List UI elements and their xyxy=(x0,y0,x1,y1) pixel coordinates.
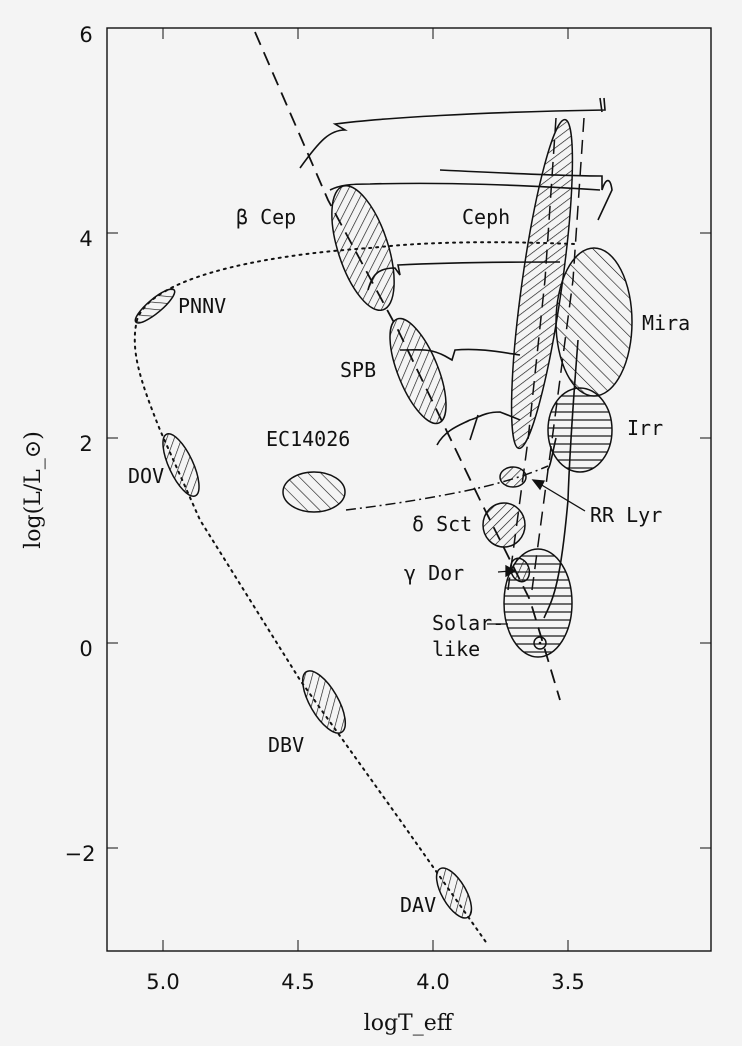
x-tick-label: 3.5 xyxy=(551,970,584,994)
y-tick-label: 2 xyxy=(79,432,92,456)
y-tick-label: 4 xyxy=(79,227,92,251)
label-solar-like-1: Solar- xyxy=(432,611,504,635)
region-dov xyxy=(162,433,200,497)
region-mira xyxy=(555,247,633,397)
y-axis-title: log(L/L_⊙) xyxy=(21,431,46,549)
label-rr-lyr: RR Lyr xyxy=(590,503,662,527)
region-rr-lyr xyxy=(499,466,527,488)
label-delta-sct: δ Sct xyxy=(412,512,472,536)
plot-frame xyxy=(106,27,712,952)
region-delta-sct xyxy=(482,502,526,548)
sun-symbol xyxy=(533,636,547,650)
label-irr: Irr xyxy=(627,416,663,440)
x-tick-label: 4.0 xyxy=(416,970,449,994)
region-dbv xyxy=(301,670,347,734)
region-irr xyxy=(547,387,613,473)
y-tick-label: 0 xyxy=(79,637,92,661)
label-dbv: DBV xyxy=(268,733,304,757)
region-pnnv xyxy=(134,288,176,324)
x-tick-label: 5.0 xyxy=(146,970,179,994)
label-ceph: Ceph xyxy=(462,205,510,229)
label-ec14026: EC14026 xyxy=(266,427,350,451)
y-axis: 6 4 2 0 −2 xyxy=(65,23,711,866)
label-dav: DAV xyxy=(400,893,436,917)
region-beta-cep xyxy=(331,184,395,312)
y-tick-label: 6 xyxy=(79,23,92,47)
label-solar-like-2: like xyxy=(432,637,480,661)
region-dav xyxy=(435,867,473,919)
label-beta-cep: β Cep xyxy=(236,205,296,229)
label-gamma-dor: γ Dor xyxy=(404,561,464,585)
region-solar-like xyxy=(503,548,573,658)
label-pnnv: PNNV xyxy=(178,294,226,318)
x-axis: 5.0 4.5 4.0 3.5 xyxy=(146,28,585,994)
region-ec14026 xyxy=(282,471,346,513)
pulsator-regions xyxy=(134,118,633,919)
horizontal-branch-track xyxy=(345,465,549,511)
region-spb xyxy=(389,317,447,425)
label-mira: Mira xyxy=(642,311,690,335)
x-axis-title: logT_eff xyxy=(364,1011,454,1036)
label-dov: DOV xyxy=(128,464,164,488)
x-tick-label: 4.5 xyxy=(281,970,314,994)
y-tick-label: −2 xyxy=(65,842,96,866)
white-dwarf-track xyxy=(133,241,575,946)
label-pointers xyxy=(487,479,586,625)
label-spb: SPB xyxy=(340,358,376,382)
